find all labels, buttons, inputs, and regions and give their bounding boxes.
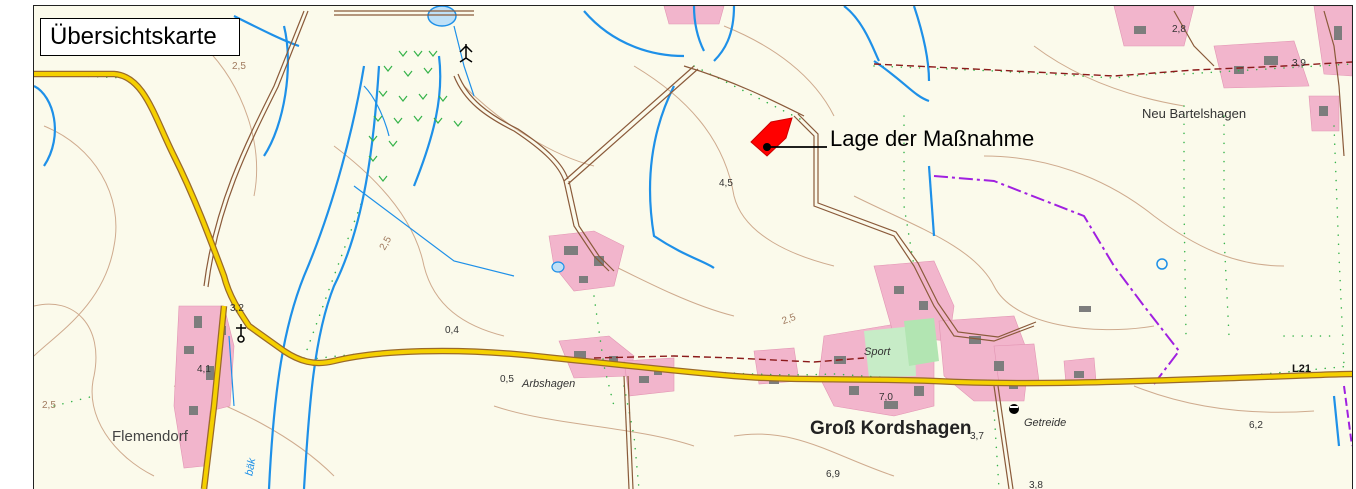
hedge-rows — [34, 63, 1352, 489]
elevation-label: 3,9 — [1292, 58, 1306, 69]
elevation-label: 4,5 — [719, 178, 733, 189]
overview-map-title: Übersichtskarte — [40, 18, 240, 56]
contour-label: 2,5 — [42, 400, 56, 411]
contour-label: 2,5 — [232, 61, 246, 72]
waterways — [34, 6, 1341, 489]
topographic-map — [34, 6, 1352, 489]
pond — [427, 6, 457, 27]
elevation-label: 2,8 — [1172, 24, 1186, 35]
map-canvas[interactable]: Groß Kordshagen Arbshagen Flemendorf Neu… — [33, 5, 1353, 489]
village-pond — [551, 261, 565, 273]
measure-location-callout: Lage der Maßnahme — [830, 126, 1035, 151]
place-label-neu-bartelshagen: Neu Bartelshagen — [1142, 106, 1247, 121]
farm-tracks — [203, 10, 1345, 489]
small-pond — [1156, 258, 1168, 270]
contour-lines — [34, 25, 1315, 477]
elevation-label: 6,2 — [1249, 420, 1263, 431]
boundary-line — [933, 175, 1181, 385]
getreide-symbol — [1009, 404, 1019, 414]
feature-label-getreide: Getreide — [1024, 417, 1067, 429]
elevation-label: 6,9 — [826, 469, 840, 480]
main-roads — [34, 70, 1352, 489]
small-ditches — [228, 25, 515, 407]
sports-field — [864, 326, 916, 378]
elevation-label: 0,4 — [445, 325, 459, 336]
place-label-flemendorf: Flemendorf — [112, 428, 188, 445]
elevation-label: 3,8 — [1029, 480, 1043, 489]
measure-area-marker[interactable] — [750, 117, 793, 157]
road-number-l21: L21 — [1292, 363, 1311, 375]
place-label-gross-kordshagen: Groß Kordshagen — [810, 418, 972, 439]
elevation-label: 7,0 — [879, 392, 893, 403]
elevation-label: 4,1 — [197, 364, 211, 375]
boundary-line-east — [1343, 385, 1352, 447]
elevation-label: 0,5 — [500, 374, 514, 385]
elevation-label: 3,2 — [230, 303, 244, 314]
park — [904, 318, 939, 366]
settlements — [173, 6, 1352, 469]
feature-label-sport: Sport — [864, 346, 891, 358]
dashed-path — [593, 61, 1352, 363]
map-symbols — [236, 44, 473, 343]
place-label-arbshagen: Arbshagen — [522, 378, 576, 390]
elevation-label: 3,7 — [970, 431, 984, 442]
wetland-symbols — [368, 50, 463, 182]
